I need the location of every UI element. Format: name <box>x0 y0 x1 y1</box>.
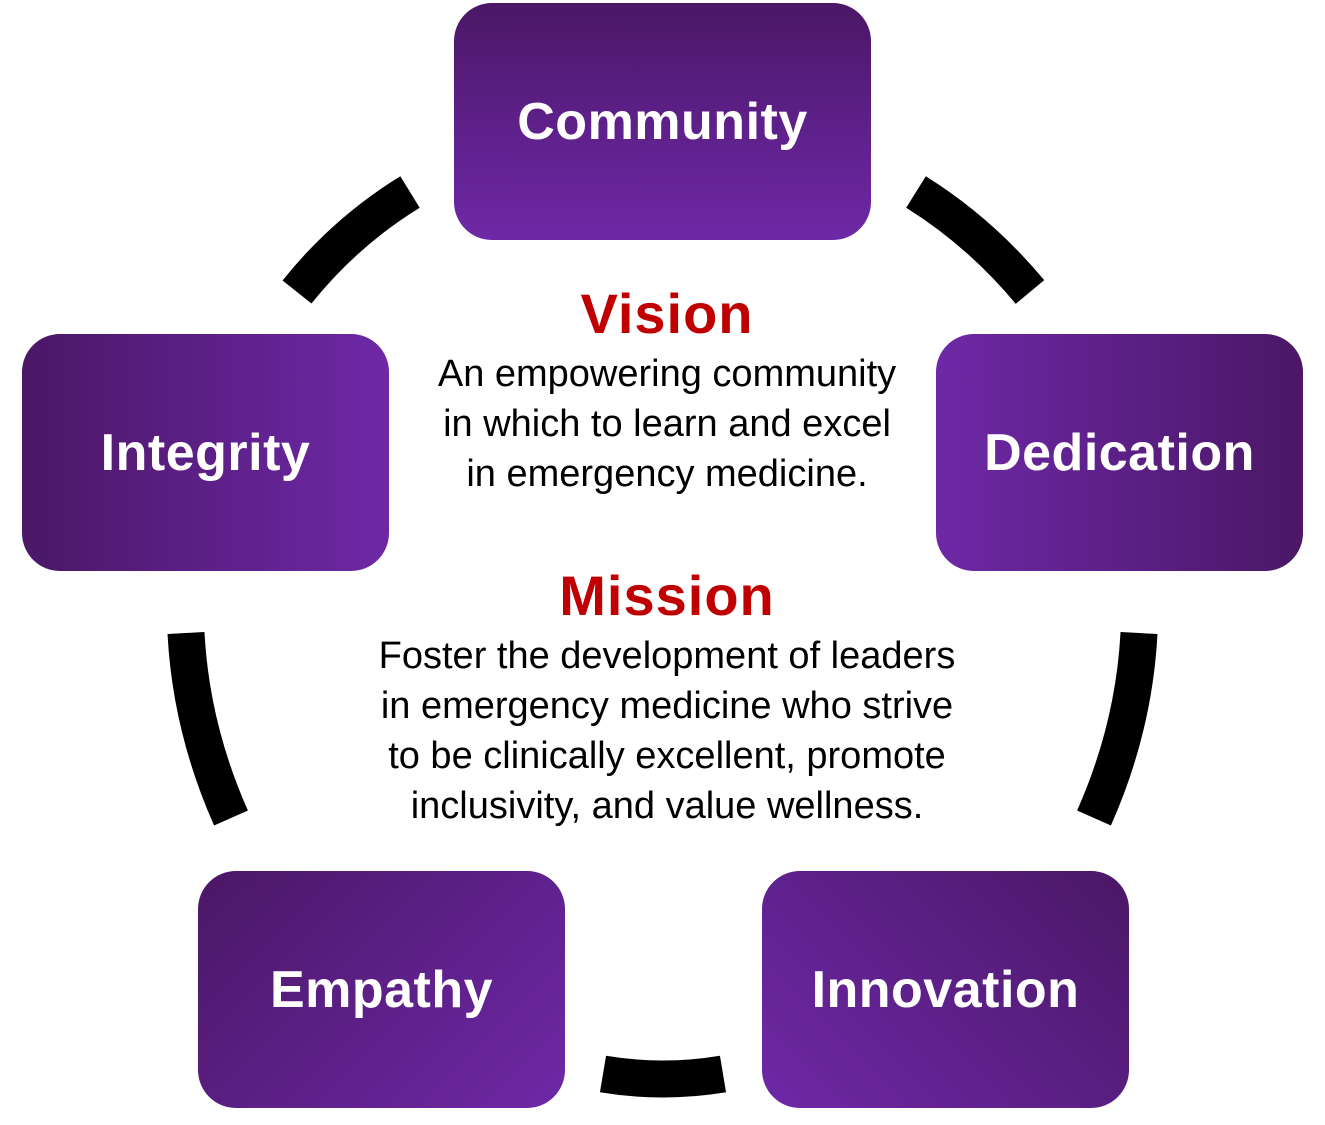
mission-statement: Foster the development of leaders in eme… <box>332 631 1002 831</box>
value-box-innovation: Innovation <box>762 871 1129 1108</box>
value-label-dedication: Dedication <box>984 423 1255 482</box>
value-label-community: Community <box>517 92 808 151</box>
value-box-empathy: Empathy <box>198 871 565 1108</box>
vision-line: An empowering community <box>437 353 897 395</box>
value-label-integrity: Integrity <box>100 423 311 482</box>
vision-heading: Vision <box>580 282 754 345</box>
connector-innovation-empathy <box>599 1055 727 1098</box>
connector-integrity-community <box>282 176 420 304</box>
value-box-dedication: Dedication <box>936 334 1303 571</box>
mission-line: to be clinically excellent, promote <box>388 735 946 777</box>
connector-empathy-integrity <box>167 631 248 826</box>
mission-line: inclusivity, and value wellness. <box>410 785 924 827</box>
value-box-integrity: Integrity <box>22 334 389 571</box>
value-box-community: Community <box>454 3 871 240</box>
value-label-empathy: Empathy <box>269 960 494 1019</box>
vision-statement: An empowering community in which to lear… <box>332 349 1002 499</box>
mission-line: Foster the development of leaders <box>378 635 956 677</box>
connector-dedication-innovation <box>1077 631 1158 826</box>
connector-community-dedication <box>906 176 1045 304</box>
mission-heading: Mission <box>559 564 775 627</box>
vision-line: in which to learn and excel <box>443 403 891 445</box>
vision-line: in emergency medicine. <box>466 453 868 495</box>
mission-line: in emergency medicine who strive <box>380 685 954 727</box>
value-label-innovation: Innovation <box>811 960 1080 1019</box>
